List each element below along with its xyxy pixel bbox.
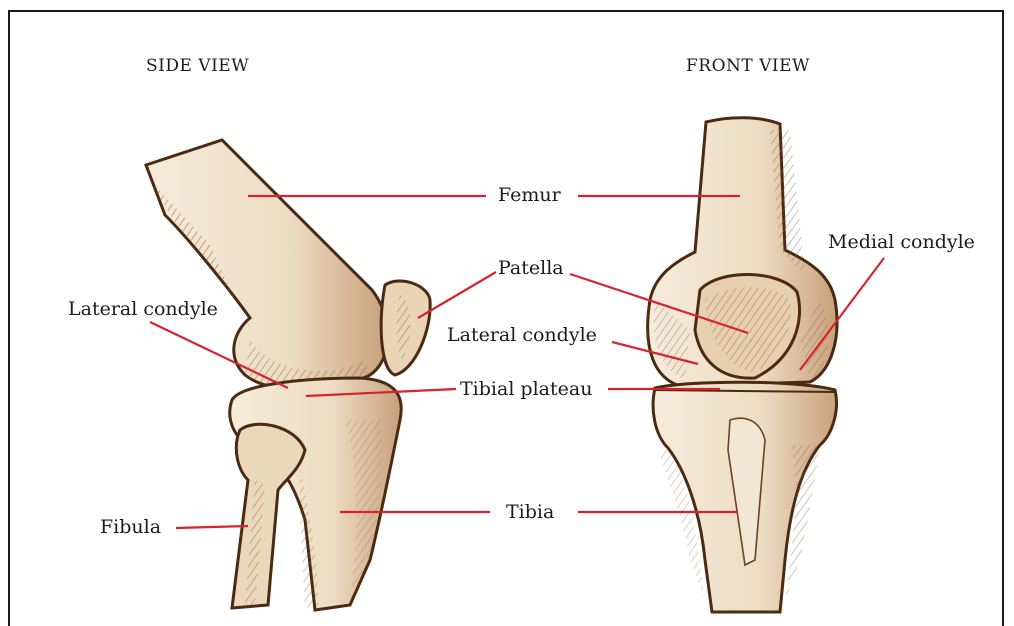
side-fibula xyxy=(232,424,305,608)
leader-fibula xyxy=(176,526,248,528)
side-view-title: SIDE VIEW xyxy=(146,56,249,76)
label-patella: Patella xyxy=(498,257,564,279)
front-view-title: FRONT VIEW xyxy=(686,56,810,76)
label-tibia: Tibia xyxy=(506,501,554,523)
label-femur: Femur xyxy=(498,184,561,206)
side-view-knee xyxy=(146,140,430,610)
label-lateral-condyle-front: Lateral condyle xyxy=(447,324,597,346)
front-view-knee xyxy=(648,118,837,612)
label-tibial-plateau: Tibial plateau xyxy=(460,378,592,400)
label-fibula: Fibula xyxy=(100,516,161,538)
label-medial-condyle: Medial condyle xyxy=(828,231,975,253)
label-lateral-condyle-side: Lateral condyle xyxy=(68,298,218,320)
side-femur xyxy=(146,140,388,390)
